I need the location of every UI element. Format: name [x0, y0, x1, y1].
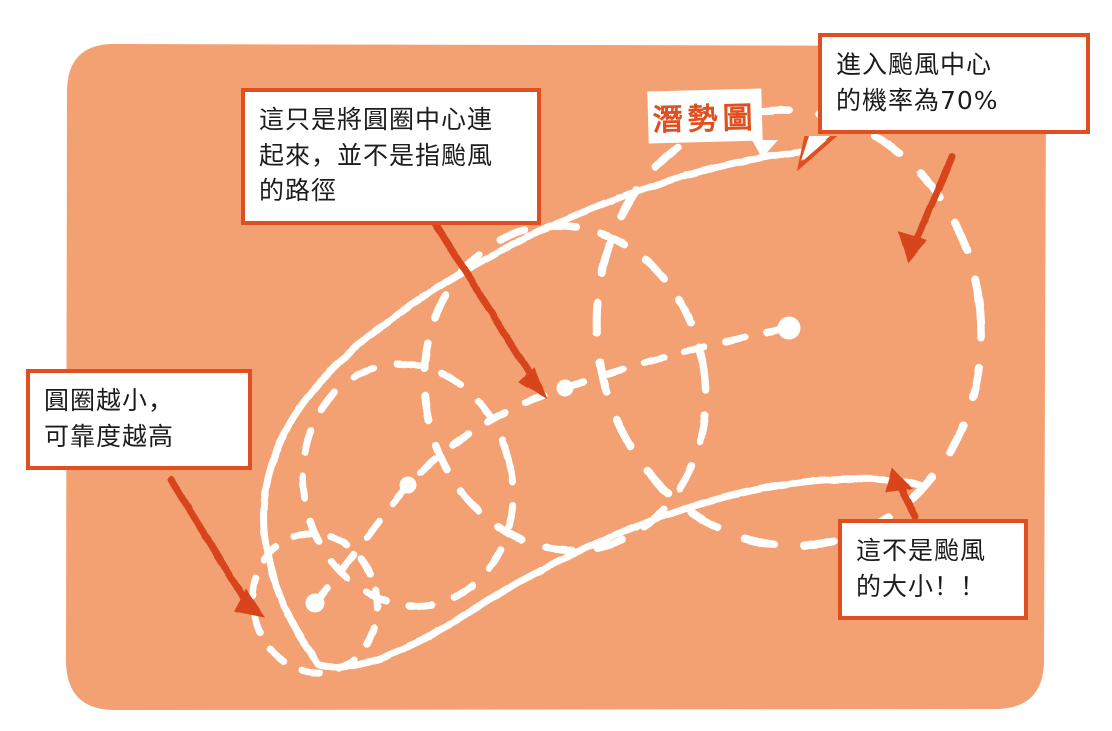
center-dot-4	[777, 316, 801, 340]
uncertainty-circle-2	[299, 360, 517, 610]
callout-not-storm-size: 這不是颱風 的大小！！	[838, 519, 1028, 620]
callout-probability: 進入颱風中心 的機率為70%	[818, 33, 1090, 134]
forecast-center-dots	[305, 316, 801, 613]
center-dot-2	[399, 476, 417, 494]
cone-envelope	[260, 148, 929, 670]
arrow-probability	[898, 153, 956, 264]
arrow-route	[420, 202, 548, 400]
callout-arrows	[167, 153, 956, 618]
probability-callout-tail	[796, 136, 838, 172]
callout-reliability: 圓圈越小， 可靠度越高	[26, 369, 252, 470]
uncertainty-circle-1	[249, 529, 381, 677]
diagram-title-chip: 潛勢圖	[647, 88, 763, 144]
arrow-reliability	[167, 476, 266, 618]
title-chip-tail	[752, 140, 778, 158]
arrow-size	[885, 466, 919, 520]
uncertainty-circle-4	[592, 106, 986, 550]
uncertainty-circle-3	[420, 221, 710, 555]
center-dot-1	[305, 593, 325, 613]
forecast-uncertainty-circles	[249, 106, 986, 677]
center-dot-3	[556, 379, 574, 397]
callout-track-explanation: 這只是將圓圈中心連 起來，並不是指颱風 的路徑	[241, 88, 541, 225]
center-connection-line	[311, 324, 793, 607]
